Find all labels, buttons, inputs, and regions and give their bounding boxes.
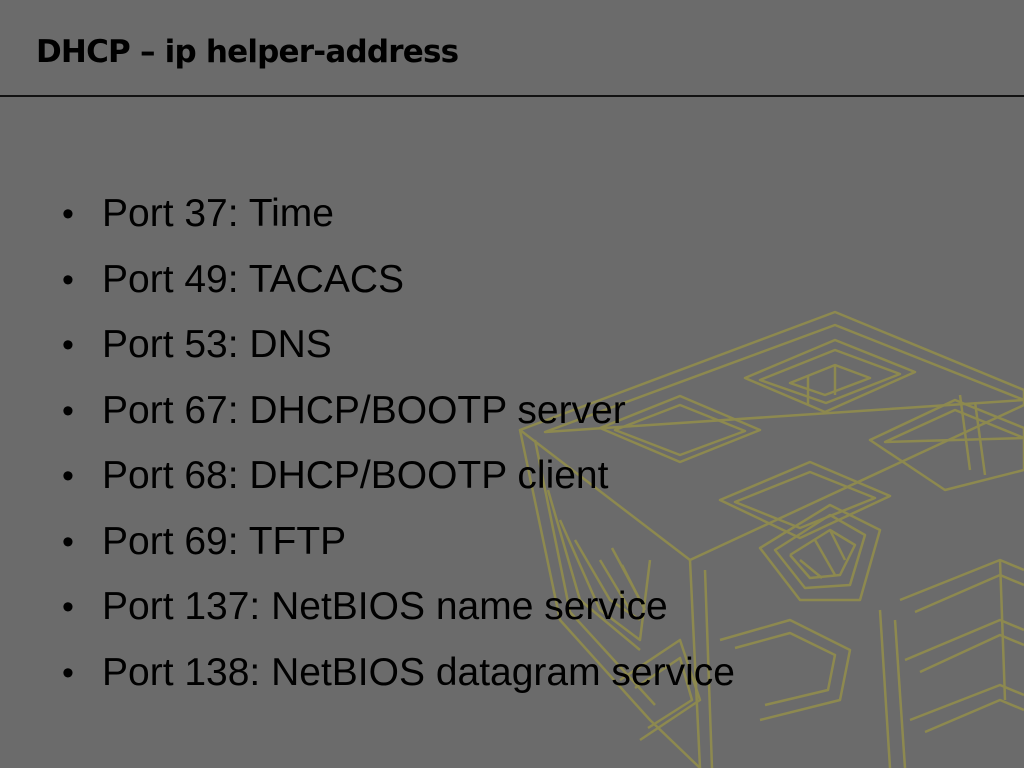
bullet-text: Port 67: DHCP/BOOTP server xyxy=(102,388,626,432)
bullet-item: • Port 69: TFTP xyxy=(58,516,735,582)
bullet-text: Port 49: TACACS xyxy=(102,257,405,301)
title-divider xyxy=(0,95,1024,97)
bullet-icon: • xyxy=(62,522,74,561)
bullet-list: • Port 37: Time • Port 49: TACACS • Port… xyxy=(58,188,735,712)
bullet-item: • Port 137: NetBIOS name service xyxy=(58,581,735,647)
bullet-text: Port 68: DHCP/BOOTP client xyxy=(102,454,609,497)
bullet-icon: • xyxy=(62,588,74,626)
bullet-item: • Port 53: DNS xyxy=(58,319,735,385)
bullet-item: • Port 67: DHCP/BOOTP server xyxy=(58,385,735,451)
slide-title: DHCP – ip helper-address xyxy=(36,34,459,70)
bullet-icon: • xyxy=(62,326,74,364)
bullet-icon: • xyxy=(62,457,74,495)
bullet-icon: • xyxy=(62,195,74,233)
bullet-item: • Port 37: Time xyxy=(58,188,735,254)
bullet-icon: • xyxy=(62,391,74,430)
bullet-text: Port 69: TFTP xyxy=(102,519,347,563)
bullet-icon: • xyxy=(62,260,74,299)
bullet-item: • Port 68: DHCP/BOOTP client xyxy=(58,450,735,516)
bullet-text: Port 53: DNS xyxy=(102,323,332,366)
bullet-text: Port 37: Time xyxy=(102,192,334,235)
bullet-text: Port 138: NetBIOS datagram service xyxy=(102,650,735,694)
bullet-text: Port 137: NetBIOS name service xyxy=(102,585,668,628)
bullet-item: • Port 138: NetBIOS datagram service xyxy=(58,647,735,713)
bullet-icon: • xyxy=(62,653,74,692)
bullet-item: • Port 49: TACACS xyxy=(58,254,735,320)
